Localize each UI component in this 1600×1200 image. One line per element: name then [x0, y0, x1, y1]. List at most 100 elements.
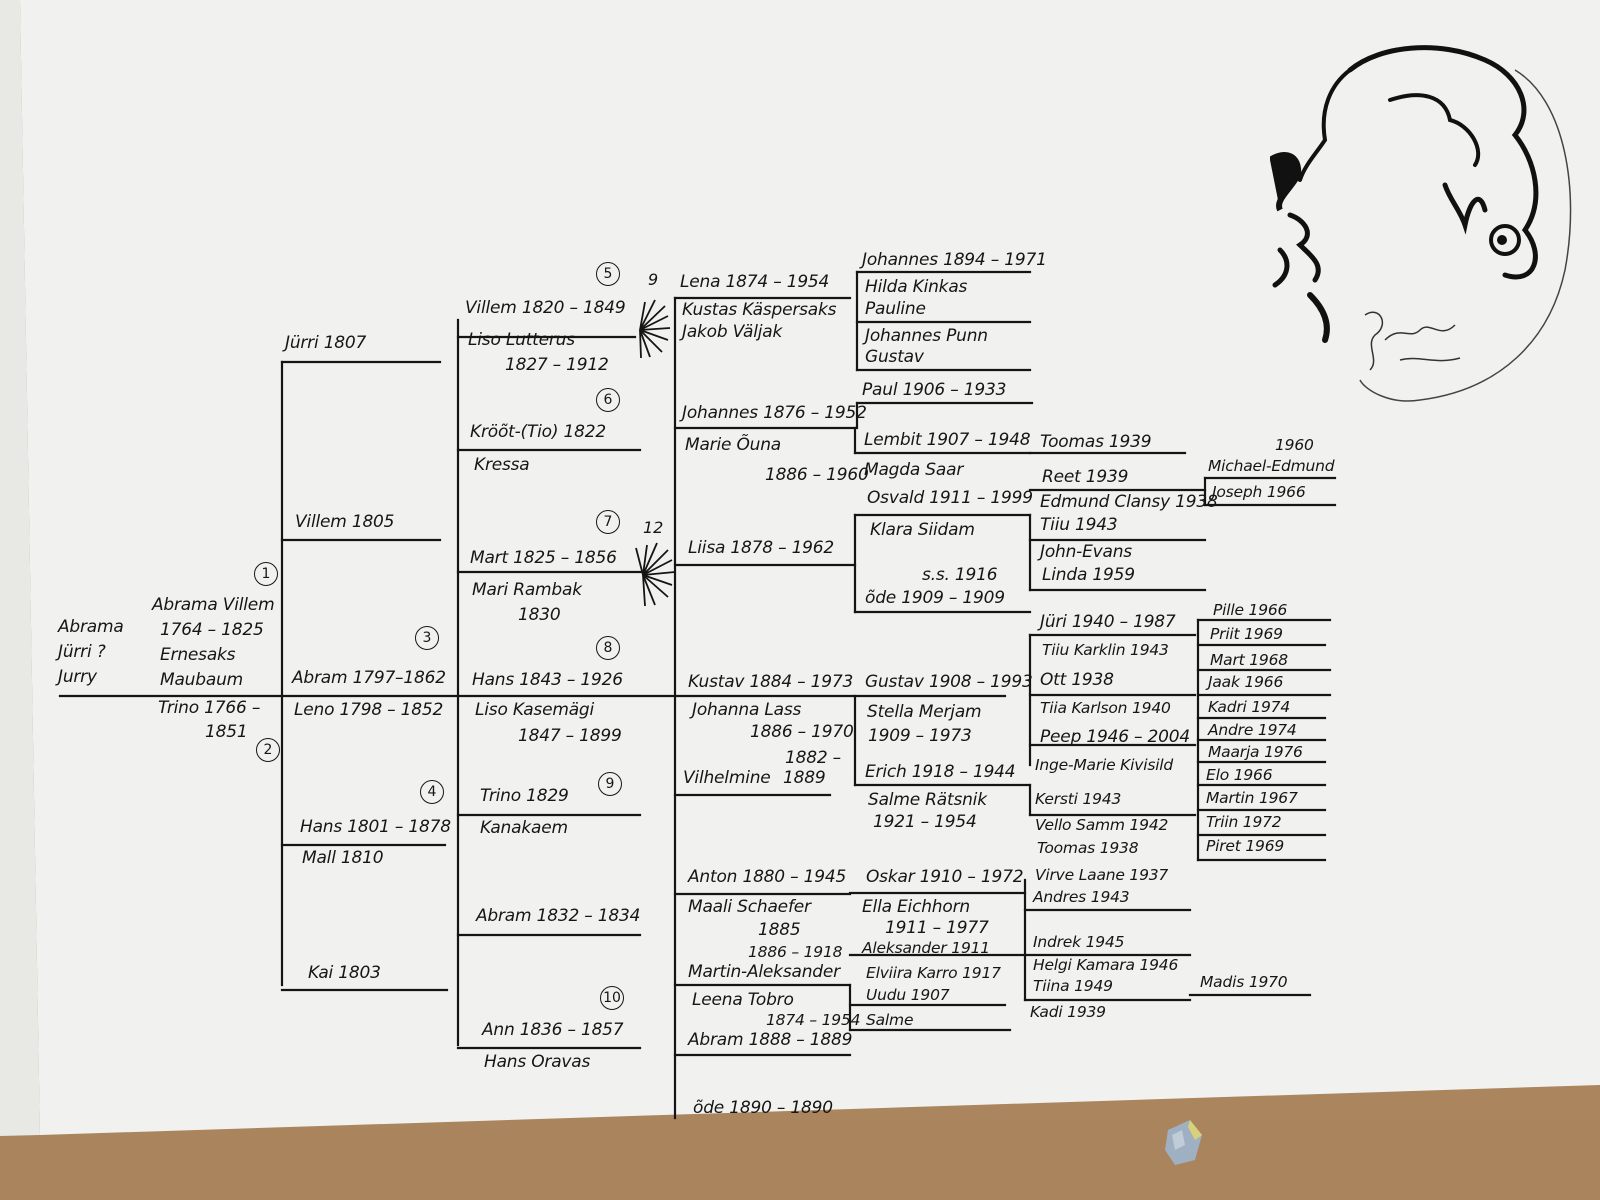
- gen5-elviira-karro: Elviira Karro 1917: [866, 964, 1001, 982]
- gen3-hans: Hans 1843 – 1926: [472, 670, 623, 690]
- gen6-juri: Jüri 1940 – 1987: [1040, 612, 1176, 632]
- gen2-abram-spouse: Leno 1798 – 1852: [294, 700, 444, 720]
- gen7-andre: Andre 1974: [1208, 721, 1297, 739]
- marker-8: 8: [596, 636, 620, 660]
- gen5-pauline: Pauline: [865, 299, 926, 319]
- gen3-villem-spouse: Liso Lutterus: [468, 330, 575, 350]
- gen3-hans-spouse: Liso Kasemägi: [475, 700, 595, 720]
- gen6-indrek: Indrek 1945: [1033, 933, 1125, 951]
- marker-5: 5: [596, 262, 620, 286]
- gen5-salme: Salme: [866, 1011, 914, 1029]
- gen5-ella-eichhorn: Ella Eichhorn: [862, 897, 970, 917]
- gen6-vello-samm: Vello Samm 1942: [1035, 816, 1169, 834]
- gen6-toomas-1938: Toomas 1938: [1037, 839, 1139, 857]
- gen5-ode: õde 1909 – 1909: [865, 588, 1005, 608]
- gen6-tiiu: Tiiu 1943: [1040, 515, 1118, 535]
- gen3-abram: Abram 1832 – 1834: [476, 906, 641, 926]
- gen4-kustav-spouse2-birth: 1882 –: [785, 748, 841, 768]
- gen6-tiia-karlson: Tiia Karlson 1940: [1040, 699, 1171, 717]
- gen5-salme-ratsnik: Salme Rätsnik: [868, 790, 987, 810]
- gen4-kustav: Kustav 1884 – 1973: [688, 672, 854, 692]
- gen6-toomas-1939: Toomas 1939: [1040, 432, 1152, 452]
- child-count-villem: 9: [648, 270, 659, 289]
- gen4-martin-aleksander: Martin-Aleksander: [688, 962, 840, 982]
- gen6-ott: Ott 1938: [1040, 670, 1114, 690]
- gen5-ss: s.s. 1916: [922, 565, 998, 585]
- fan-marker-mart: [635, 542, 676, 607]
- gen5-gustav: Gustav: [865, 347, 924, 367]
- gen4-leena-tobro: Leena Tobro: [692, 990, 794, 1010]
- gen6-linda: Linda 1959: [1042, 565, 1135, 585]
- gen7-madis: Madis 1970: [1200, 973, 1288, 991]
- gen6-inge-marie-kivisild: Inge-Marie Kivisild: [1035, 756, 1174, 774]
- gen3-trino: Trino 1829: [480, 786, 569, 806]
- gen4-kustav-spouse2-death: 1889: [783, 768, 826, 788]
- gen3-mart-spouse: Mari Rambak: [472, 580, 582, 600]
- gen1-villem-surname: Ernesaks: [160, 645, 236, 665]
- gen5-hilda-kinkas: Hilda Kinkas: [865, 277, 968, 297]
- gen5-stella-years: 1909 – 1973: [868, 726, 972, 746]
- gen3-ann-spouse: Hans Oravas: [484, 1052, 591, 1072]
- gen6-tiina: Tiina 1949: [1033, 977, 1113, 995]
- gen4-abram: Abram 1888 – 1889: [688, 1030, 853, 1050]
- gen5-lembit: Lembit 1907 – 1948: [864, 430, 1031, 450]
- marker-7: 7: [596, 510, 620, 534]
- gen6-john-evans: John-Evans: [1040, 542, 1132, 562]
- marker-10: 10: [600, 986, 624, 1010]
- gen4-lena: Lena 1874 – 1954: [680, 272, 830, 292]
- gen4-kustav-spouse: Johanna Lass: [692, 700, 802, 720]
- gen6-virve-laane: Virve Laane 1937: [1035, 866, 1169, 884]
- gen4-lena-spouse-2: Jakob Väljak: [682, 322, 783, 342]
- gen5-oskar: Oskar 1910 – 1972: [866, 867, 1024, 887]
- gen3-mart: Mart 1825 – 1856: [470, 548, 617, 568]
- gen7-piret: Piret 1969: [1206, 837, 1285, 855]
- marker-2: 2: [256, 738, 280, 762]
- push-pin-image: [1165, 1120, 1202, 1165]
- gen4-anton-spouse-years: 1886 – 1918: [748, 943, 843, 961]
- gen4-johannes-spouse: Marie Õuna: [685, 435, 782, 455]
- gen7-year-1960: 1960: [1275, 436, 1314, 454]
- gen7-pille: Pille 1966: [1213, 601, 1288, 619]
- gen3-villem-spouse-years: 1827 – 1912: [505, 355, 609, 375]
- gen5-uudu: Uudu 1907: [866, 986, 950, 1004]
- gen4-liisa: Liisa 1878 – 1962: [688, 538, 835, 558]
- gen3-hans-spouse-years: 1847 – 1899: [518, 726, 622, 746]
- gen2-jurri: Jürri 1807: [285, 333, 367, 353]
- gen4-lena-spouse-1: Kustas Käspersaks: [682, 300, 837, 320]
- gen5-johannes-punn: Johannes Punn: [865, 326, 988, 346]
- gen7-priit: Priit 1969: [1210, 625, 1283, 643]
- gen3-ann: Ann 1836 – 1857: [482, 1020, 624, 1040]
- gen5-ella-years: 1911 – 1977: [885, 918, 989, 938]
- gen6-peep: Peep 1946 – 2004: [1040, 727, 1190, 747]
- gen7-martin: Martin 1967: [1206, 789, 1298, 807]
- gen7-jaak: Jaak 1966: [1208, 673, 1284, 691]
- gen2-villem: Villem 1805: [295, 512, 395, 532]
- marker-1: 1: [254, 562, 278, 586]
- gen6-kersti: Kersti 1943: [1035, 790, 1122, 808]
- gen4-leena-tobro-years: 1874 – 1954: [766, 1011, 861, 1029]
- gen5-klara-siidam: Klara Siidam: [870, 520, 975, 540]
- root-name-1: Abrama: [58, 617, 124, 637]
- gen7-kadri: Kadri 1974: [1208, 698, 1291, 716]
- gen6-kadi: Kadi 1939: [1030, 1003, 1106, 1021]
- gen5-gustav-1908: Gustav 1908 – 1993: [865, 672, 1033, 692]
- gen2-abram: Abram 1797–1862: [292, 668, 446, 688]
- gen2-hans-spouse: Mall 1810: [302, 848, 384, 868]
- gen1-villem-years: 1764 – 1825: [160, 620, 264, 640]
- gen7-maarja: Maarja 1976: [1208, 743, 1303, 761]
- gen4-anton-spouse-birth: 1885: [758, 920, 801, 940]
- gen5-johannes: Johannes 1894 – 1971: [862, 250, 1047, 270]
- gen2-hans: Hans 1801 – 1878: [300, 817, 451, 837]
- gen4-kustav-spouse2: Vilhelmine: [683, 768, 771, 788]
- marker-6: 6: [596, 388, 620, 412]
- gen4-johannes: Johannes 1876 – 1952: [682, 403, 867, 423]
- gen5-stella-merjam: Stella Merjam: [867, 702, 982, 722]
- gen6-reet: Reet 1939: [1042, 467, 1129, 487]
- fan-marker-villem: [639, 299, 671, 359]
- gen3-kroot: Kröõt-(Tio) 1822: [470, 422, 606, 442]
- gen3-kroot-spouse: Kressa: [474, 455, 530, 475]
- gen4-anton-spouse: Maali Schaefer: [688, 897, 811, 917]
- portrait-sketch-image: [1270, 45, 1572, 402]
